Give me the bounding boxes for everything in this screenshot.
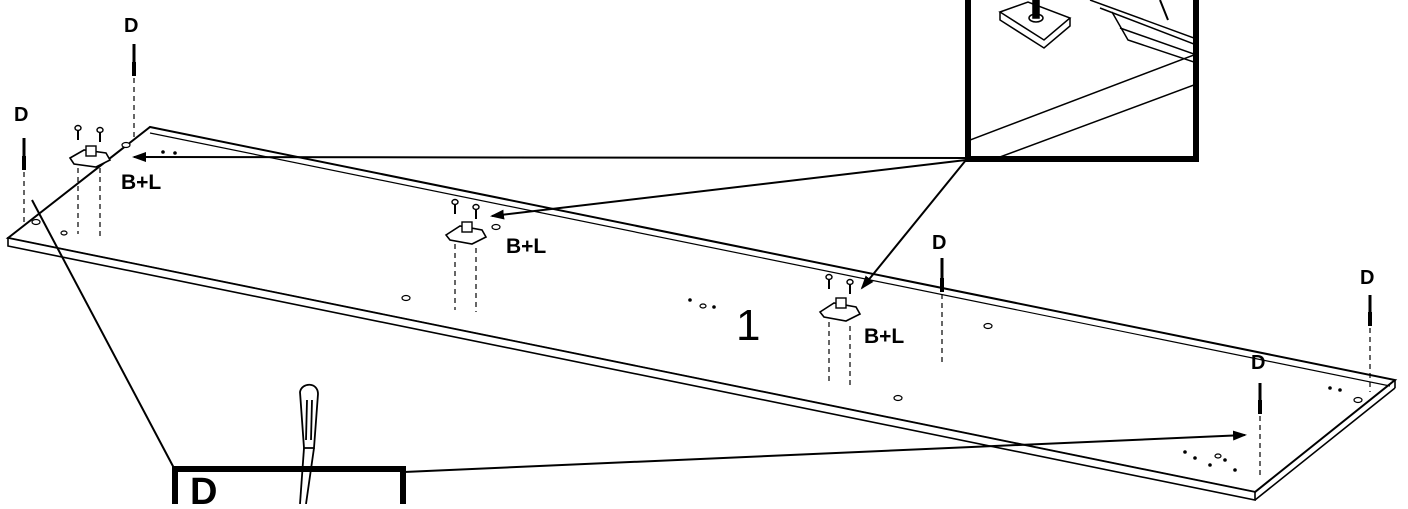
leader-arrows (31, 152, 1247, 473)
label-d-4: D (1360, 267, 1374, 289)
label-d-5: D (1251, 352, 1265, 374)
zoom-callout-label: D (190, 471, 217, 504)
leader-arrow-1 (132, 152, 967, 163)
label-d-2: D (14, 104, 28, 126)
leader-arrow-2 (490, 159, 967, 220)
board-panel (5, 125, 1398, 501)
zoom-callout-box: D (172, 466, 406, 509)
label-bl-3: B+L (864, 325, 904, 348)
screw-d-1 (22, 138, 26, 225)
screw-d-2 (132, 44, 136, 140)
panel-number: 1 (736, 301, 760, 350)
bracket-group-2 (444, 198, 488, 312)
leader-line-5 (31, 199, 176, 471)
magnified-detail-inset (965, 0, 1199, 162)
leader-arrow-4 (403, 430, 1247, 473)
screw-d-3 (940, 258, 944, 362)
screw-d-4 (1368, 295, 1372, 392)
screwdriver-icon (299, 383, 319, 505)
label-bl-1: B+L (121, 171, 161, 194)
bracket-group-1 (68, 124, 112, 238)
leader-arrow-3 (860, 159, 967, 290)
label-bl-2: B+L (506, 235, 546, 258)
bracket-group-3 (818, 273, 862, 388)
labels: D D D D D B+L B+L B+L 1 (14, 15, 1374, 374)
screw-d-5 (1258, 383, 1262, 476)
board-holes (31, 141, 1363, 472)
label-d-3: D (932, 232, 946, 254)
label-d-1: D (124, 15, 138, 37)
